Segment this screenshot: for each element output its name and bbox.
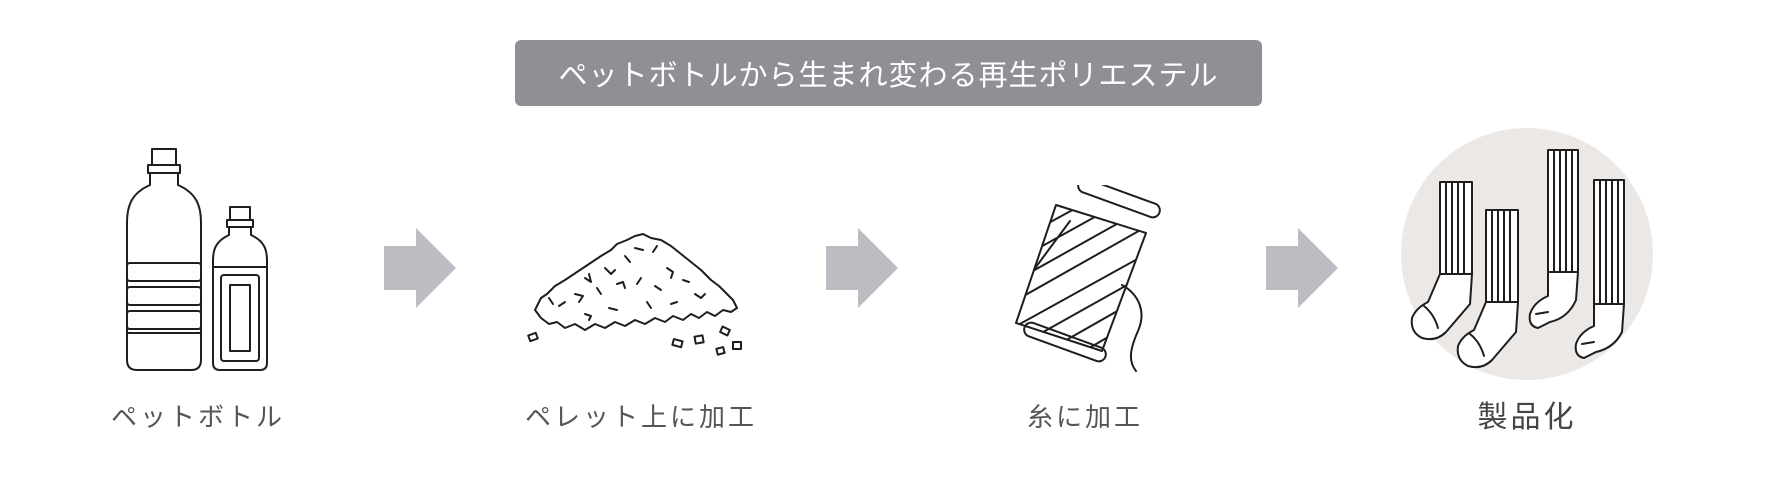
step-label-product: 製品化 — [1477, 400, 1577, 435]
step-label-thread: 糸に加工 — [1026, 403, 1144, 433]
pellets-icon — [527, 233, 742, 356]
arrow-2-icon — [826, 228, 898, 308]
step-label-pet-bottle: ペットボトル — [110, 403, 286, 433]
title-banner: ペットボトルから生まれ変わる再生ポリエステル — [515, 40, 1262, 106]
socks-icon — [1401, 128, 1653, 380]
pet-bottles-icon — [126, 148, 268, 371]
title-banner-text: ペットボトルから生まれ変わる再生ポリエステル — [558, 58, 1219, 92]
thread-spool-icon — [1015, 185, 1161, 372]
step-label-pellet: ペレット上に加工 — [524, 403, 758, 433]
arrow-3-icon — [1266, 228, 1338, 308]
arrow-1-icon — [384, 228, 456, 308]
